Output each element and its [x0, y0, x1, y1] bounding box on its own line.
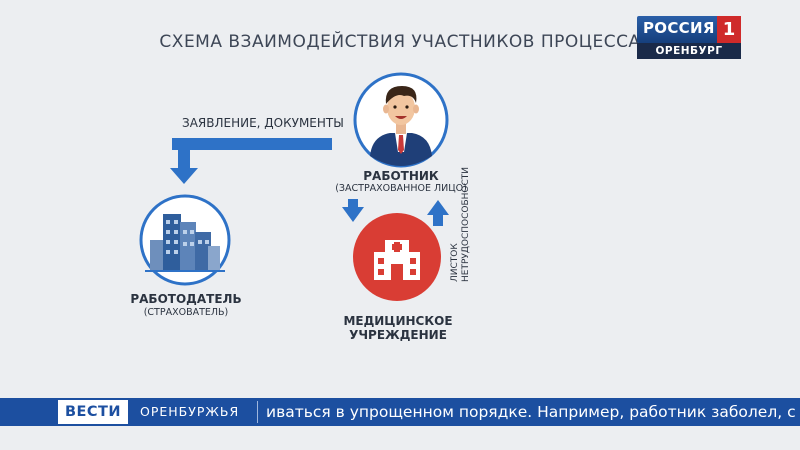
hospital-icon	[353, 213, 441, 301]
worker-sublabel: (ЗАСТРАХОВАННОЕ ЛИЦО)	[335, 183, 467, 194]
flow-label-sick-leave-line2: НЕТРУДОСПОСОБНОСТИ	[461, 166, 471, 282]
flow-label-sick-leave: ЛИСТОК НЕТРУДОСПОСОБНОСТИ	[450, 166, 474, 282]
flow-label-documents: ЗАЯВЛЕНИЕ, ДОКУМЕНТЫ	[182, 116, 344, 130]
ticker-text: иваться в упрощенном порядке. Например, …	[266, 403, 796, 421]
flow-label-sick-leave-line1: ЛИСТОК	[450, 243, 460, 282]
channel-logo: РОССИЯ 1 ОРЕНБУРГ	[637, 16, 741, 59]
employer-sublabel: (СТРАХОВАТЕЛЬ)	[143, 307, 229, 318]
logo-channel-number: 1	[717, 16, 741, 43]
ticker-divider	[257, 401, 258, 423]
employer-building-icon	[139, 194, 231, 286]
worker-avatar	[353, 72, 449, 168]
worker-label: РАБОТНИК	[363, 169, 439, 183]
news-ticker: ВЕСТИ ОРЕНБУРЖЬЯ иваться в упрощенном по…	[0, 398, 800, 426]
arrow-documents-to-employer	[170, 138, 332, 184]
ticker-region: ОРЕНБУРЖЬЯ	[140, 404, 240, 419]
logo-city: ОРЕНБУРГ	[637, 43, 741, 59]
logo-channel-name: РОССИЯ	[643, 19, 715, 37]
clinic-label: МЕДИЦИНСКОЕ УЧРЕЖДЕНИЕ	[343, 314, 453, 342]
arrow-worker-to-clinic	[342, 199, 364, 222]
arrow-clinic-to-worker	[427, 200, 449, 226]
ticker-brand: ВЕСТИ	[58, 400, 128, 424]
diagram-title: СХЕМА ВЗАИМОДЕЙСТВИЯ УЧАСТНИКОВ ПРОЦЕССА	[159, 32, 641, 52]
employer-label: РАБОТОДАТЕЛЬ	[130, 292, 242, 306]
